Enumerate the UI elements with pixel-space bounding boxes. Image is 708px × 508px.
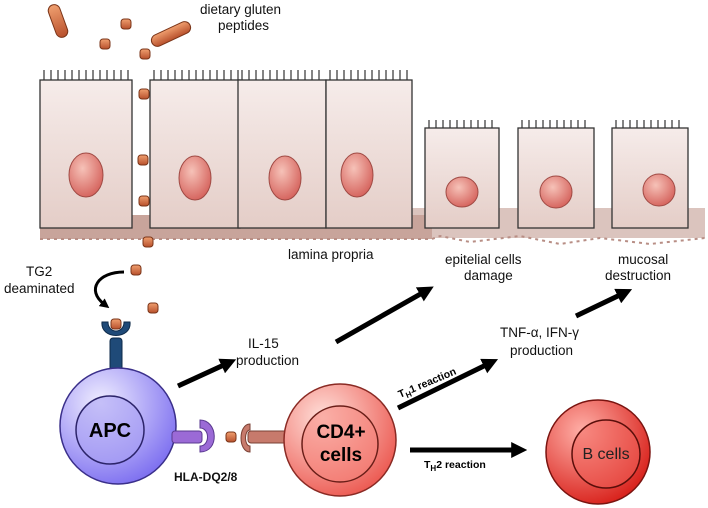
peptide-bead xyxy=(120,18,132,30)
epithelial-cell xyxy=(325,70,413,229)
labels: dietary gluten peptides lamina propria e… xyxy=(4,2,671,484)
gluten-peptides xyxy=(47,4,192,314)
peptide-bead xyxy=(138,195,150,207)
arrow-tnf-to-mucosal xyxy=(574,288,633,319)
label-il15-line1: IL-15 xyxy=(248,336,279,351)
label-tg2-line2: deaminated xyxy=(4,281,75,296)
peptide-bead xyxy=(110,318,122,330)
label-mucosal-line1: mucosal xyxy=(618,252,668,267)
apc-cell xyxy=(59,367,177,485)
label-lamina-propria: lamina propria xyxy=(288,247,374,262)
label-apc: APC xyxy=(89,420,131,442)
label-th2-reaction: TH2 reaction xyxy=(424,459,486,473)
label-cd4-line1: CD4+ xyxy=(316,422,365,443)
peptide-bead xyxy=(147,302,159,314)
hla-molecule xyxy=(171,419,237,453)
epithelial-cell xyxy=(237,70,327,229)
tg2-curved-arrow xyxy=(93,270,125,309)
epithelial-cell-damaged xyxy=(424,120,500,229)
b-cell xyxy=(545,399,651,505)
peptide-bead xyxy=(130,264,142,276)
damaged-epithelium xyxy=(424,120,689,229)
nucleus xyxy=(268,155,302,201)
flow-arrows xyxy=(176,286,633,459)
th2-rest: 2 reaction xyxy=(436,459,486,471)
arrow-apc-to-il15 xyxy=(176,358,237,389)
epithelial-cell xyxy=(149,70,241,229)
peptide-bead xyxy=(225,431,237,443)
label-b-cells: B cells xyxy=(582,446,629,463)
peptide-rod xyxy=(150,21,192,47)
epithelial-cell-damaged xyxy=(611,120,689,229)
label-epithelial-line1: epitelial cells xyxy=(445,252,522,267)
peptide-rod xyxy=(47,4,69,38)
label-mucosal-line2: destruction xyxy=(605,268,671,283)
label-gluten-line1: dietary gluten xyxy=(200,2,281,17)
label-tnf-line1: TNF-α, IFN-γ xyxy=(500,325,579,340)
peptide-bead xyxy=(138,88,150,100)
label-il15-line2: production xyxy=(236,353,299,368)
th2-t: T xyxy=(424,459,431,471)
peptide-bead xyxy=(142,236,154,248)
label-cd4-line2: cells xyxy=(320,445,362,466)
nucleus xyxy=(539,175,573,209)
apc-receptor xyxy=(101,318,131,373)
nucleus xyxy=(445,176,479,208)
label-hla: HLA-DQ2/8 xyxy=(174,470,238,484)
label-tg2-line1: TG2 xyxy=(26,264,52,279)
label-tnf-line2: production xyxy=(510,343,573,358)
peptide-bead xyxy=(99,38,111,50)
label-epithelial-line2: damage xyxy=(464,268,513,283)
th2-sub: H xyxy=(430,464,436,473)
arrow-il15-to-epithelial xyxy=(334,286,434,345)
healthy-epithelium xyxy=(39,70,413,229)
th1-sub: H xyxy=(404,389,413,400)
t-cell-receptor xyxy=(240,423,291,453)
nucleus xyxy=(340,152,374,198)
epithelial-cell-damaged xyxy=(517,120,595,229)
epithelial-cell xyxy=(39,70,133,229)
arrow-th1 xyxy=(396,358,499,411)
peptide-bead xyxy=(137,154,149,166)
cd4-cell xyxy=(283,383,397,497)
nucleus xyxy=(68,152,104,198)
nucleus xyxy=(642,173,676,207)
th1-t: T xyxy=(396,387,407,401)
peptide-bead xyxy=(139,48,151,60)
label-gluten-line2: peptides xyxy=(218,18,269,33)
nucleus xyxy=(178,155,212,201)
